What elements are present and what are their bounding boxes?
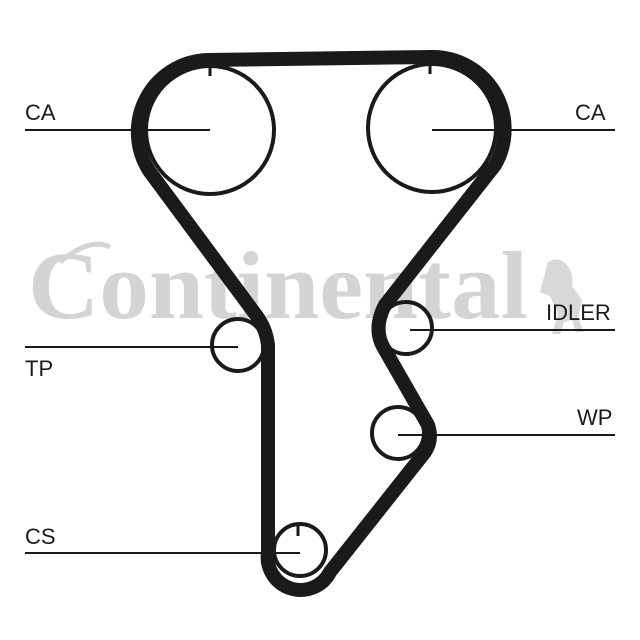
- label-cs: CS: [25, 524, 56, 549]
- water-pump-pulley: [370, 405, 426, 461]
- crankshaft-pulley: [272, 522, 328, 578]
- continental-watermark: Continental: [28, 232, 584, 339]
- swoosh-icon: [58, 241, 112, 264]
- label-ca-right: CA: [575, 100, 606, 125]
- tensioner-pulley: [210, 317, 266, 373]
- camshaft-pulley-right: [366, 62, 498, 194]
- idler-pulley: [378, 300, 434, 356]
- timing-belt: [130, 49, 512, 597]
- label-tp: TP: [25, 356, 53, 381]
- horse-logo-icon: [540, 259, 584, 334]
- label-idler: IDLER: [546, 300, 611, 325]
- label-wp: WP: [577, 405, 612, 430]
- watermark-text: Continental: [28, 232, 528, 339]
- label-ca-left: CA: [25, 100, 56, 125]
